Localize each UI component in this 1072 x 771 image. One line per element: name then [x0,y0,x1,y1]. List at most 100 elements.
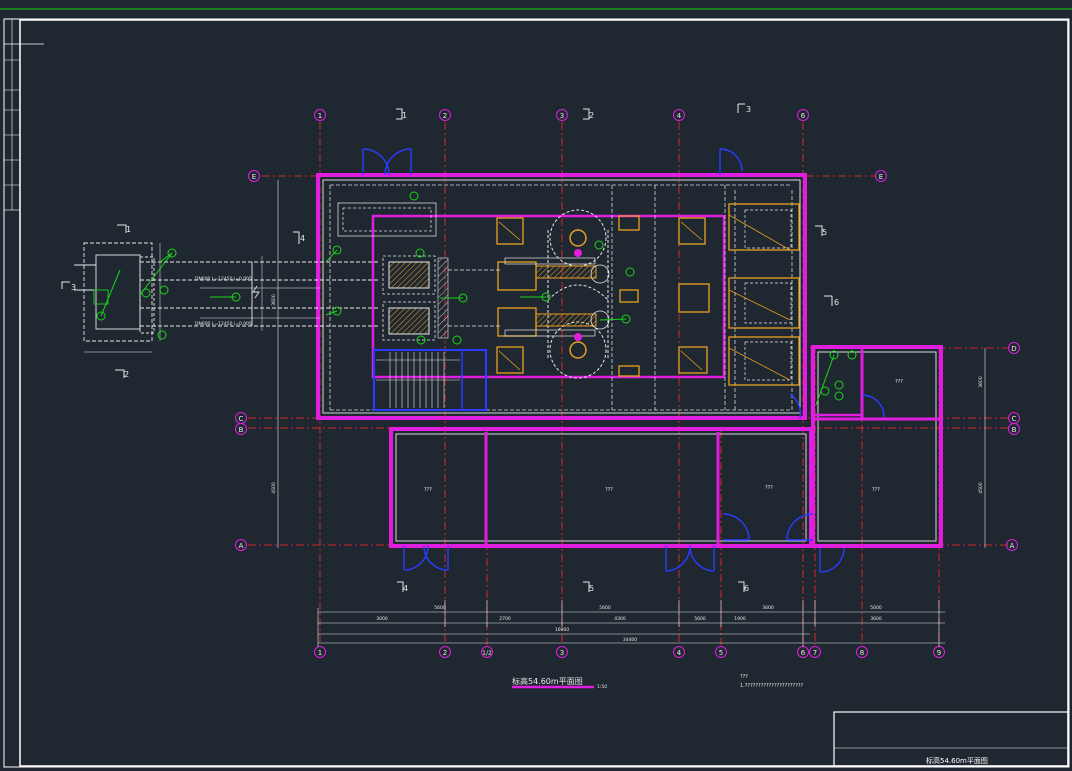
axis-grid-lines [248,122,1008,645]
svg-text:1: 1 [318,649,322,657]
svg-text:5: 5 [589,584,594,593]
svg-text:3600: 3600 [271,294,277,306]
svg-text:6: 6 [801,649,806,657]
grid-bubble-bottom-1: 1 [314,646,326,658]
section-marker-west-2: 2 [115,369,129,379]
staircase [373,349,487,411]
svg-text:C: C [1012,415,1017,423]
svg-text:4300: 4300 [614,616,626,622]
grid-bubble-top-3: 3 [556,109,568,121]
equipment-tags [96,191,857,406]
drawing-notes: ??? 1.?????????????????????? [740,674,804,689]
svg-text:1: 1 [126,225,131,234]
svg-text:5600: 5600 [434,605,446,611]
room-label-5: ??? [895,379,903,385]
svg-text:2: 2 [589,111,594,120]
svg-text:6: 6 [801,112,806,120]
svg-text:16900: 16900 [555,627,569,633]
svg-text:E: E [252,173,256,181]
grid-bubble-bottom-6: 6 [797,646,809,658]
grid-bubble-top-2: 2 [439,109,451,121]
grid-bubble-B-left: B [235,423,247,435]
notes-line-1: 1.?????????????????????? [740,683,804,689]
svg-text:4500: 4500 [271,482,277,494]
grid-bubble-B-right: B [1008,423,1020,435]
room-label-1: ??? [424,487,432,493]
svg-text:B: B [1012,426,1017,434]
grid-bubble-C-right: C [1008,412,1020,424]
section-marker-right-5: 5 [815,225,827,237]
svg-text:3600: 3600 [870,616,882,622]
dimension-texts: 5600 5600 5600 3600 5600 3000 2700 4300 … [271,294,984,643]
svg-text:4500: 4500 [978,482,984,494]
room-label-2: ??? [605,487,613,493]
grid-bubble-top-6: 6 [797,109,809,121]
section-marker-bottom-5: 5 [583,581,594,593]
grid-bubble-top-1: 1 [314,109,326,121]
grid-bubble-bottom-8: 8 [856,646,868,658]
grid-bubble-bottom-5: 5 [715,646,727,658]
inlet-chamber [74,242,161,353]
svg-text:3600: 3600 [762,605,774,611]
title-block-name: 标高54.60m平面图 [926,756,988,765]
svg-text:3000: 3000 [376,616,388,622]
section-markers: 1 2 3 4 5 6 1 2 3 4 5 6 [61,103,839,593]
settling-tanks [547,209,609,379]
grid-bubble-bottom-3: 3 [556,646,568,658]
svg-text:4: 4 [677,112,682,120]
title-block: 标高54.60m平面图 [833,711,1069,767]
section-marker-top-2: 2 [583,108,594,120]
room-labels: ??? ??? ??? ??? ??? [424,379,903,493]
svg-text:4: 4 [677,649,682,657]
notes-heading: ??? [740,674,748,680]
grid-bubble-E-left: E [248,170,260,182]
grid-bubble-top-4: 4 [673,109,685,121]
pipe-label-lower: DN600 L=12450 i=0.005 [195,321,252,327]
section-marker-bottom-4: 4 [397,581,408,593]
svg-text:5600: 5600 [870,605,882,611]
svg-text:4: 4 [403,584,408,593]
doors [362,148,885,573]
svg-text:1: 1 [318,112,322,120]
section-marker-top-1: 1 [396,108,407,120]
svg-text:1900: 1900 [734,616,746,622]
room-label-3: ??? [765,485,773,491]
grid-bubble-bottom-1-2: 1/2 [481,646,493,658]
svg-text:5600: 5600 [694,616,706,622]
svg-text:3: 3 [560,112,564,120]
grid-bubble-D-right: D [1008,342,1020,354]
plan-scale: 1:50 [597,684,607,690]
drawing-title: 标高54.60m平面图 1:50 [512,676,607,690]
drawing-frame [3,18,1070,768]
screw-conveyors [497,249,610,341]
svg-text:C: C [239,415,244,423]
svg-text:3: 3 [71,283,76,292]
section-marker-top-3: 3 [737,103,751,114]
svg-text:4: 4 [300,234,305,243]
pipe-label-upper: DN600 L=12450 i=0.005 [195,276,252,282]
interior-partitions [329,184,793,411]
svg-text:B: B [239,426,244,434]
equipment-boxes [496,203,800,386]
svg-text:E: E [879,173,883,181]
svg-text:A: A [239,542,244,550]
svg-text:1/2: 1/2 [482,650,492,657]
svg-text:5: 5 [719,649,723,657]
grid-bubble-A-left: A [235,539,247,551]
svg-text:2700: 2700 [499,616,511,622]
room-label-4: ??? [872,487,880,493]
svg-text:5600: 5600 [599,605,611,611]
grid-bubble-A-right: A [1006,539,1018,551]
section-marker-west-1: 1 [117,224,131,234]
grid-bubble-E-right: E [875,170,887,182]
section-marker-left-4: 4 [293,231,305,244]
svg-text:2: 2 [124,370,129,379]
grid-bubble-C-left: C [235,412,247,424]
plan-title: 标高54.60m平面图 [512,676,583,686]
svg-text:5: 5 [822,228,827,237]
section-marker-bottom-6: 6 [738,581,749,593]
svg-text:2: 2 [443,112,447,120]
inlet-pipelines [140,256,380,331]
svg-text:3600: 3600 [978,376,984,388]
